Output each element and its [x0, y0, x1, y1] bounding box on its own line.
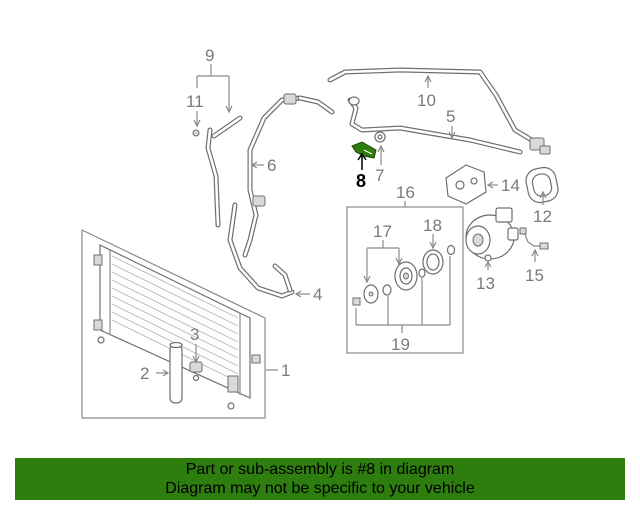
- leader-lines: [156, 64, 547, 377]
- highlighted-part-8: [351, 141, 377, 159]
- liquid-pipe: [192, 115, 243, 228]
- callout-6: 6: [267, 156, 276, 175]
- suction-hose: [327, 67, 551, 155]
- callout-13: 13: [476, 274, 495, 293]
- callout-labels: 1 2 3 4 5 6 7 8 9 10 11 12 13 14 15 16 1…: [140, 46, 552, 383]
- o-ring-fitting: [374, 131, 386, 143]
- compressor-bracket: [445, 164, 487, 205]
- callout-18: 18: [423, 216, 442, 235]
- callout-7: 7: [375, 166, 384, 185]
- info-banner: Part or sub-assembly is #8 in diagram Di…: [15, 458, 625, 500]
- callout-5: 5: [446, 107, 455, 126]
- callout-19: 19: [391, 335, 410, 354]
- lower-pipe: [227, 202, 295, 299]
- callout-14: 14: [501, 176, 520, 195]
- banner-line-1: Part or sub-assembly is #8 in diagram: [185, 461, 455, 478]
- banner-line-2: Diagram may not be specific to your vehi…: [165, 480, 475, 497]
- callout-11: 11: [186, 92, 204, 111]
- compressor: [465, 207, 519, 262]
- callout-15: 15: [525, 266, 544, 285]
- callout-1: 1: [281, 361, 290, 380]
- callout-8: 8: [356, 171, 366, 191]
- callout-17: 17: [373, 222, 392, 241]
- receiver-drier: [169, 341, 183, 404]
- discharge-hose: [242, 93, 335, 258]
- clutch-assembly: [346, 206, 464, 354]
- wire-harness: [519, 227, 549, 250]
- callout-10: 10: [417, 91, 436, 110]
- parts-diagram: 1 2 3 4 5 6 7 8 9 10 11 12 13 14 15 16 1…: [81, 46, 559, 419]
- callout-9: 9: [205, 46, 214, 65]
- callout-16: 16: [396, 183, 415, 202]
- callout-2: 2: [140, 364, 149, 383]
- callout-12: 12: [533, 207, 552, 226]
- callout-4: 4: [313, 285, 322, 304]
- drier-bracket: [189, 361, 203, 382]
- callout-3: 3: [190, 325, 199, 344]
- gasket: [525, 166, 559, 204]
